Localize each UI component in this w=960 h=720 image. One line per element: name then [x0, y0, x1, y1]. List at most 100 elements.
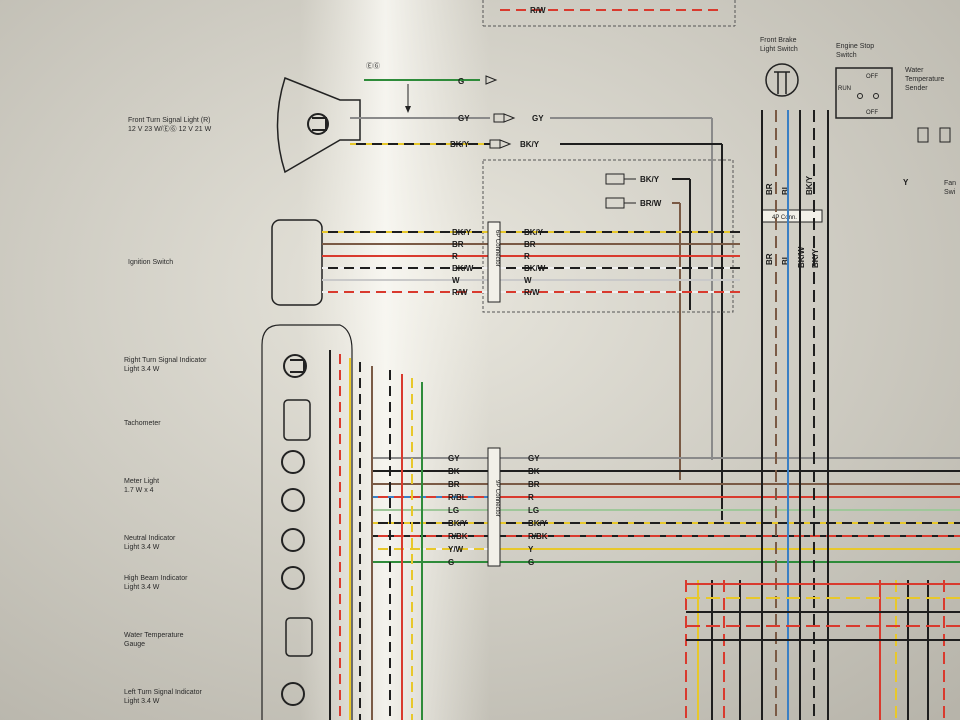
ignition-wire-label-left: R/W	[452, 288, 468, 297]
engine-stop-spec: Switch	[836, 52, 857, 59]
six-p-connector	[487, 221, 501, 303]
tachometer-label: Tachometer	[124, 420, 161, 427]
meter-wire-label-right: LG	[528, 506, 539, 515]
four-p-connector-label: 4P Conn.	[772, 215, 797, 221]
meter-wire-label-left: G	[448, 558, 454, 567]
ignition-wire-label-right: R	[524, 252, 530, 261]
fan-label: Fan	[944, 180, 956, 187]
meter-wire-label-right: BR	[528, 480, 540, 489]
meter-wire-label-left: BK	[448, 467, 460, 476]
water-temp-sender-label: Water	[905, 67, 924, 74]
fan-spec: Swi	[944, 189, 956, 196]
g-wire: ⒺⒼ G	[364, 62, 498, 113]
engine-stop-run-label: RUN	[838, 86, 851, 92]
ignition-wire-label-left: BR	[452, 240, 464, 249]
high-beam-indicator-label: High Beam Indicator	[124, 575, 188, 582]
ignition-wire-label-left: BK/Y	[452, 228, 472, 237]
ignition-connector-box	[482, 159, 734, 313]
water-temp-sender-spec: Temperature	[905, 76, 944, 83]
water-temp-sender-spec2: Sender	[905, 85, 928, 92]
water-temp-sender	[917, 127, 951, 143]
g-wire-label: G	[458, 77, 464, 86]
meter-wire-label-left: GY	[448, 454, 460, 463]
ignition-wire-label-left: R	[452, 252, 458, 261]
engine-stop-switch: RUN OFF OFF	[835, 67, 893, 119]
brake-wires-top-labels: BR BL BK/Y	[765, 175, 814, 195]
eg-marker: ⒺⒼ	[366, 62, 380, 70]
ignition-wire-label-left: BK/W	[452, 264, 474, 273]
right-edge-wire-label: Y	[903, 178, 909, 187]
meter-wire-label-left: R/BK	[448, 532, 468, 541]
bky-wire-label-right: BK/Y	[520, 140, 540, 149]
meter-wire-label-right: R/BK	[528, 532, 548, 541]
aux-bky-label: BK/Y	[640, 175, 660, 184]
high-beam-indicator-spec: Light 3.4 W	[124, 584, 160, 591]
ignition-switch-label: Ignition Switch	[128, 259, 173, 266]
nine-p-connector	[487, 447, 501, 567]
brake-top-label-br: BR	[765, 183, 774, 195]
ignition-wire-label-right: BK/Y	[524, 228, 544, 237]
top-connector-box: R/W	[482, 0, 736, 27]
harness-wires	[685, 110, 960, 720]
water-temp-gauge-label: Water Temperature	[124, 632, 184, 639]
aux-brw-label: BR/W	[640, 199, 662, 208]
meter-wire-label-right: R	[528, 493, 534, 502]
brake-bottom-label-bky: BK/Y	[811, 248, 820, 268]
ignition-wire-label-right: R/W	[524, 288, 540, 297]
neutral-indicator-label: Neutral Indicator	[124, 535, 176, 542]
light-glare	[300, 0, 490, 720]
brake-bottom-label-bl: BL	[781, 254, 790, 265]
front-turn-signal-lamp	[276, 77, 361, 174]
right-turn-indicator-label: Right Turn Signal Indicator	[124, 357, 207, 364]
meter-wire-label-left: R/BL	[448, 493, 467, 502]
right-turn-indicator-spec: Light 3.4 W	[124, 366, 160, 373]
meter-wire-label-right: BK/Y	[528, 519, 548, 528]
right-turn-indicator-bulb	[283, 354, 307, 378]
ignition-wire-label-right: W	[524, 276, 532, 285]
bky-wire-label-left: BK/Y	[450, 140, 470, 149]
front-turn-signal-label: Front Turn Signal Light (R)	[128, 117, 210, 124]
meter-panel-outline	[261, 324, 353, 720]
six-p-connector-label: 6P Connector	[494, 230, 500, 267]
neutral-indicator-spec: Light 3.4 W	[124, 544, 160, 551]
front-brake-label: Front Brake	[760, 37, 797, 44]
engine-stop-off-label-2: OFF	[866, 110, 878, 116]
meter-light-spec: 1.7 W x 4	[124, 487, 154, 494]
gy-wire-label-right: GY	[532, 114, 544, 123]
nine-p-connector-label: 9P Connector	[494, 480, 500, 517]
meter-wire-label-right: GY	[528, 454, 540, 463]
tachometer-body	[283, 399, 311, 441]
meter-light-label: Meter Light	[124, 478, 159, 485]
ignition-wire-label-left: W	[452, 276, 460, 285]
brake-bottom-label-br: BR	[765, 253, 774, 265]
meter-light-bulbs	[281, 450, 305, 590]
meter-wire-label-left: Y/W	[448, 545, 464, 554]
engine-stop-off-label-1: OFF	[866, 74, 878, 80]
meter-wire-label-right: BK	[528, 467, 540, 476]
front-turn-signal-spec: 12 V 23 W/ⒺⒼ 12 V 21 W	[128, 125, 212, 133]
engine-stop-label: Engine Stop	[836, 43, 874, 50]
top-wire-label: R/W	[530, 6, 546, 15]
ignition-wires: BK/Y BR R BK/W W R/W BK/Y BR R BK/W W R/W	[322, 228, 740, 297]
meter-wire-label-left: BR	[448, 480, 460, 489]
brake-top-label-bky: BK/Y	[805, 175, 814, 195]
left-turn-indicator-bulb	[281, 682, 305, 706]
meter-wire-label-right: Y	[528, 545, 534, 554]
front-brake-switch	[765, 63, 799, 97]
brake-wires-bottom-labels: BR BL BK/W BK/Y	[765, 246, 820, 268]
gy-wire-label-left: GY	[458, 114, 470, 123]
ignition-wire-label-right: BK/W	[524, 264, 546, 273]
meter-wire-label-right: G	[528, 558, 534, 567]
ignition-switch-body	[271, 219, 323, 306]
brake-top-label-bl: BL	[781, 184, 790, 195]
left-turn-indicator-spec: Light 3.4 W	[124, 698, 160, 705]
ignition-wire-label-right: BR	[524, 240, 536, 249]
water-temp-gauge-body	[285, 617, 313, 657]
meter-wire-label-left: BK/Y	[448, 519, 468, 528]
meter-wire-label-left: LG	[448, 506, 459, 515]
brake-bottom-label-bkw: BK/W	[797, 246, 806, 268]
meter-wires: GYBKBRR/BLLGBK/YR/BKY/WGGYBKBRRLGBK/YR/B…	[329, 350, 960, 720]
front-brake-spec: Light Switch	[760, 46, 798, 53]
